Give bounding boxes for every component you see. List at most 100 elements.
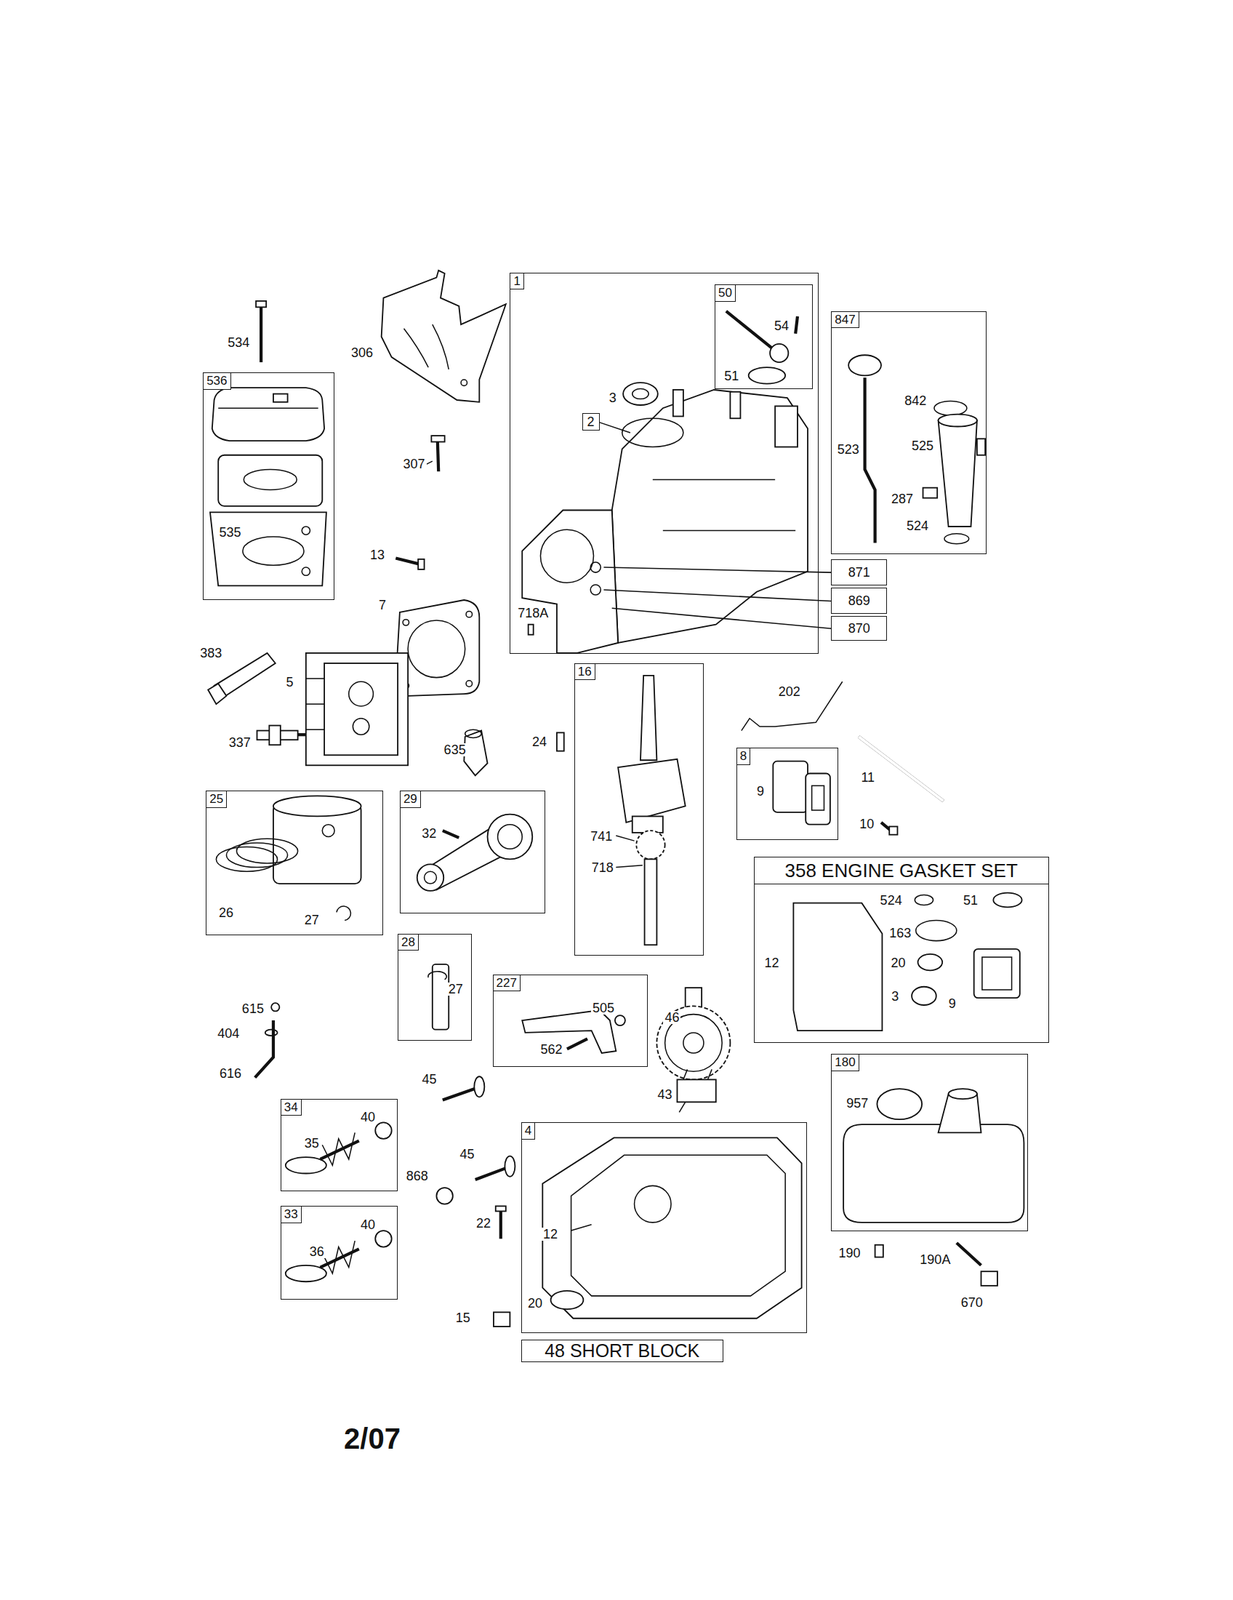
spark-plug bbox=[298, 732, 307, 736]
valves bbox=[436, 1187, 453, 1204]
piston bbox=[336, 905, 352, 921]
gasket-set-parts bbox=[793, 902, 882, 1031]
cylinder-block bbox=[603, 567, 831, 573]
gasket-set-parts bbox=[911, 986, 937, 1005]
piston-pin bbox=[428, 971, 447, 980]
valves bbox=[319, 1248, 359, 1267]
group-number: 34 bbox=[281, 1099, 302, 1116]
callout-number: 45 bbox=[458, 1147, 476, 1161]
bolt-13 bbox=[395, 557, 424, 569]
callout-number: 9 bbox=[947, 996, 958, 1010]
elbow-635 bbox=[465, 729, 482, 738]
air-cleaner bbox=[273, 394, 288, 403]
callout-number: 535 bbox=[218, 525, 243, 539]
valves bbox=[499, 1209, 503, 1239]
lever-227 bbox=[521, 1009, 626, 1053]
group-number: 180 bbox=[831, 1054, 859, 1071]
callout-number: 524 bbox=[878, 893, 904, 907]
gasket-set-parts bbox=[914, 894, 933, 905]
callout-number: 36 bbox=[308, 1244, 326, 1258]
gasket-set-parts bbox=[974, 948, 1020, 998]
gasket-set-parts bbox=[982, 956, 1012, 990]
group-number: 227 bbox=[493, 974, 521, 992]
lever-227 bbox=[521, 1009, 616, 1053]
part-group-box: 505451 bbox=[714, 284, 813, 389]
cylinder-block bbox=[521, 382, 831, 653]
box-label: 871 bbox=[848, 565, 871, 579]
part-group-box: 869 bbox=[830, 587, 887, 614]
lever-227 bbox=[567, 1038, 588, 1049]
key-24 bbox=[556, 732, 565, 751]
part-group-box: 358 ENGINE GASKET SET52451163203912 bbox=[753, 856, 1050, 1042]
key-24 bbox=[556, 732, 565, 751]
callout-number: 842 bbox=[902, 394, 928, 408]
head-gasket bbox=[466, 610, 472, 617]
part-group-box: 536535 bbox=[202, 372, 335, 600]
connecting-rod bbox=[442, 830, 459, 838]
cam-gear bbox=[683, 1032, 704, 1053]
part-group-box: 2932 bbox=[399, 790, 546, 913]
cylinder-block bbox=[603, 589, 831, 601]
valves bbox=[495, 1205, 506, 1211]
group-number: 33 bbox=[281, 1206, 302, 1223]
piston bbox=[236, 838, 298, 863]
callout-number: 24 bbox=[530, 735, 549, 749]
callout-number: 11 bbox=[859, 770, 877, 784]
callout-number: 306 bbox=[349, 346, 375, 360]
connecting-rod bbox=[424, 870, 437, 884]
valves bbox=[319, 1140, 359, 1159]
callout-number: 190 bbox=[837, 1246, 863, 1260]
callout-number: 22 bbox=[474, 1216, 493, 1230]
spring-202 bbox=[741, 681, 843, 730]
part-group-box: 180957 bbox=[830, 1053, 1028, 1231]
air-cleaner bbox=[301, 567, 310, 576]
cylinder-block bbox=[774, 405, 798, 447]
air-cleaner bbox=[301, 526, 310, 535]
cylinder-block bbox=[612, 607, 832, 629]
elbow-635 bbox=[463, 729, 488, 775]
crankshaft bbox=[644, 858, 658, 945]
air-cleaner bbox=[212, 387, 325, 441]
group-number: 25 bbox=[206, 790, 227, 808]
callout-number: 287 bbox=[889, 492, 915, 506]
callout-number: 383 bbox=[198, 646, 224, 660]
callout-number: 718 bbox=[590, 860, 616, 874]
part-group-box: 48 SHORT BLOCK bbox=[521, 1339, 724, 1362]
page-date: 2/07 bbox=[342, 1423, 403, 1453]
part-group-box: 2827 bbox=[397, 933, 472, 1041]
connecting-rod bbox=[487, 814, 533, 860]
crankshaft bbox=[640, 675, 657, 760]
spark-plug bbox=[257, 725, 307, 746]
air-cleaner bbox=[218, 407, 318, 409]
breather-8 bbox=[805, 773, 831, 825]
callout-number: 7 bbox=[377, 598, 388, 612]
cam-gear bbox=[656, 987, 730, 1079]
fuel-tank bbox=[948, 1088, 978, 1099]
part-group-box: 2 bbox=[582, 412, 600, 431]
part-group-box: 870 bbox=[830, 615, 887, 641]
blower-shield bbox=[432, 324, 449, 370]
cylinder-block bbox=[590, 584, 601, 595]
callout-number: 13 bbox=[368, 548, 387, 562]
screw-307 bbox=[426, 435, 445, 472]
cylinder-head bbox=[306, 728, 325, 730]
callout-number: 3 bbox=[889, 989, 901, 1003]
group-number: 28 bbox=[398, 934, 419, 951]
tappets bbox=[475, 1166, 509, 1180]
valves bbox=[493, 1311, 510, 1327]
callout-number: 868 bbox=[404, 1169, 430, 1183]
tube-11 bbox=[858, 736, 943, 801]
callout-number: 524 bbox=[905, 519, 930, 533]
air-cleaner bbox=[210, 387, 327, 586]
tappets bbox=[474, 1075, 485, 1097]
callout-number: 525 bbox=[910, 439, 935, 453]
part-group-box: 871 bbox=[830, 559, 887, 586]
callout-number: 615 bbox=[240, 1001, 266, 1015]
dipstick-tube bbox=[865, 377, 876, 543]
breather-8 bbox=[772, 761, 808, 813]
callout-number: 3 bbox=[607, 391, 618, 405]
piston bbox=[322, 824, 335, 837]
bolt-13 bbox=[418, 559, 424, 570]
cylinder-block bbox=[528, 624, 534, 635]
callout-number: 15 bbox=[454, 1310, 472, 1324]
